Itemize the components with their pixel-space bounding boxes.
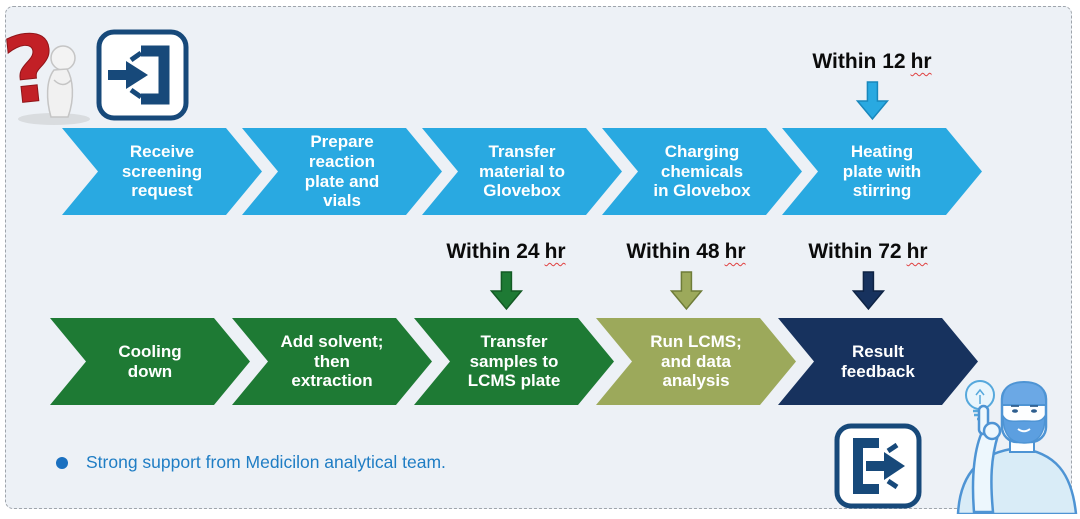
annotation-unit: hr [724,240,746,263]
process-step-label: Cooling down [118,341,182,381]
process-step-label: Run LCMS; and data analysis [650,331,742,391]
bullet-icon [56,456,68,469]
footnote-text: Strong support from Medicilon analytical… [86,452,446,472]
process-step-label: Result feedback [841,341,915,381]
analyst-figure-icon [956,380,1078,514]
annotation-unit: hr [544,240,566,263]
annotation-unit: hr [906,240,928,263]
process-step-label: Add solvent; then extraction [280,331,384,391]
process-step-label: Charging chemicals in Glovebox [653,141,751,201]
process-step-label: Receive screening request [121,141,203,201]
annotation-prefix: Within 24 [446,240,540,263]
down-arrow-icon [669,271,703,311]
down-arrow-icon [851,271,885,311]
annotation-prefix: Within 72 [808,240,902,263]
annotation-prefix: Within 48 [626,240,720,263]
down-arrow-icon [489,271,523,311]
process-step-label: Transfer samples to LCMS plate [467,331,561,391]
question-mark-figure-icon: ? [4,20,90,126]
process-step-label: Transfer material to Glovebox [479,141,565,201]
process-step-label: Prepare reaction plate and vials [304,132,380,211]
process-step-label: Heating plate with stirring [842,141,922,201]
exit-icon [834,423,922,509]
annotation-prefix: Within 12 [812,50,906,73]
down-arrow-icon [855,81,889,121]
footnote: Strong support from Medicilon analytical… [56,452,446,473]
enter-icon [96,29,189,121]
annotation-unit: hr [910,50,932,73]
